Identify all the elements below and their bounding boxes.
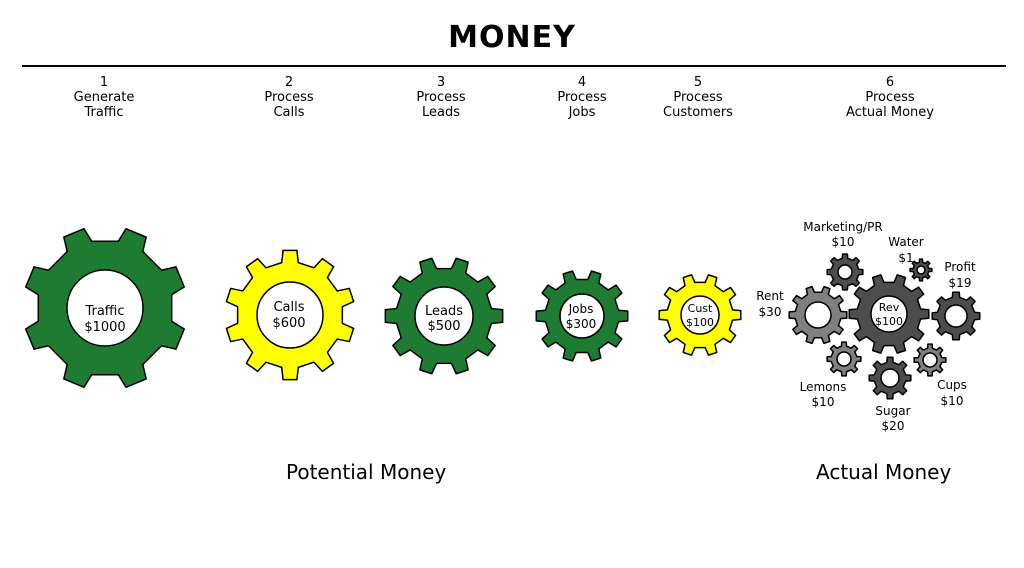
gear-traffic-value: $1000	[84, 320, 125, 335]
gear-water-value: $1	[898, 251, 913, 265]
gear-rent-label: Rent	[756, 289, 784, 303]
gear-revenue-label: Rev	[879, 301, 900, 314]
step-number: 3	[436, 75, 446, 90]
potential-money-label: Potential Money	[286, 460, 447, 484]
step-5-header: 5 Process Customers	[638, 75, 758, 120]
gear-water: Water $1	[888, 235, 933, 282]
step-number: 6	[885, 75, 895, 90]
gear-sugar: Sugar $20	[868, 356, 912, 433]
gear-sugar-label: Sugar	[875, 404, 910, 418]
step-number: 4	[577, 75, 587, 90]
gear-profit: Profit $19	[931, 260, 981, 341]
step-line: Process	[865, 90, 915, 105]
gear-revenue: Rev $100	[848, 274, 930, 354]
gear-jobs: Jobs $300	[535, 270, 629, 362]
step-2-header: 2 Process Calls	[229, 75, 349, 120]
gear-leads: Leads $500	[384, 257, 504, 375]
gear-cups-shape	[913, 343, 947, 377]
gear-marketing: Marketing/PR $10	[803, 220, 883, 291]
gear-profit-shape	[931, 291, 981, 341]
step-line: Generate	[73, 90, 135, 105]
step-number: 1	[99, 75, 109, 90]
step-line: Actual Money	[846, 105, 934, 120]
gear-traffic: Traffic $1000	[24, 227, 186, 389]
page-title: MONEY	[448, 20, 576, 55]
gear-leads-label: Leads	[425, 304, 463, 319]
gear-sugar-shape	[868, 356, 912, 400]
gear-traffic-shape	[24, 227, 186, 389]
step-line: Leads	[421, 105, 460, 120]
gear-lemons-value: $10	[812, 395, 835, 409]
gear-water-label: Water	[888, 235, 924, 249]
gear-cust-label: Cust	[688, 302, 713, 315]
gear-cups-label: Cups	[937, 378, 967, 392]
gear-jobs-value: $300	[566, 317, 597, 331]
step-line: Process	[264, 90, 314, 105]
gear-lemons: Lemons $10	[800, 341, 862, 409]
title-divider	[22, 65, 1006, 67]
gear-rent-shape	[788, 285, 848, 345]
gear-leads-value: $500	[427, 319, 460, 334]
step-line: Process	[557, 90, 607, 105]
gear-cust-shape	[658, 274, 742, 356]
gear-marketing-label: Marketing/PR	[803, 220, 882, 234]
step-4-header: 4 Process Jobs	[522, 75, 642, 120]
step-line: Traffic	[84, 105, 124, 120]
gear-calls-shape	[225, 249, 355, 381]
gear-traffic-label: Traffic	[84, 304, 124, 319]
step-number: 5	[693, 75, 703, 90]
step-3-header: 3 Process Leads	[381, 75, 501, 120]
gear-rent-value: $30	[759, 305, 782, 319]
gear-marketing-shape	[826, 253, 864, 291]
gear-lemons-shape	[826, 341, 862, 377]
gear-revenue-shape	[848, 274, 930, 354]
gear-revenue-value: $100	[875, 315, 903, 328]
step-line: Process	[416, 90, 466, 105]
gear-calls-value: $600	[272, 316, 305, 331]
gear-cust: Cust $100	[658, 274, 742, 356]
step-line: Calls	[273, 105, 305, 120]
gear-profit-label: Profit	[944, 260, 976, 274]
step-number: 2	[284, 75, 294, 90]
step-6-header: 6 Process Actual Money	[830, 75, 950, 120]
gear-jobs-shape	[535, 270, 629, 362]
gear-profit-value: $19	[949, 276, 972, 290]
gear-cups: Cups $10	[913, 343, 967, 408]
gear-water-shape	[909, 258, 933, 282]
gear-calls: Calls $600	[225, 249, 355, 381]
gear-cust-value: $100	[686, 316, 714, 329]
step-line: Customers	[663, 105, 733, 120]
gear-leads-shape	[384, 257, 504, 375]
step-line: Process	[673, 90, 723, 105]
gear-lemons-label: Lemons	[800, 380, 847, 394]
gear-marketing-value: $10	[832, 235, 855, 249]
step-1-header: 1 Generate Traffic	[44, 75, 164, 120]
gear-cups-value: $10	[941, 394, 964, 408]
actual-money-label: Actual Money	[816, 460, 952, 484]
gear-jobs-label: Jobs	[568, 302, 594, 316]
step-line: Jobs	[568, 105, 596, 120]
gear-sugar-value: $20	[882, 419, 905, 433]
gear-calls-label: Calls	[273, 300, 304, 315]
gear-rent: Rent $30	[756, 285, 848, 345]
